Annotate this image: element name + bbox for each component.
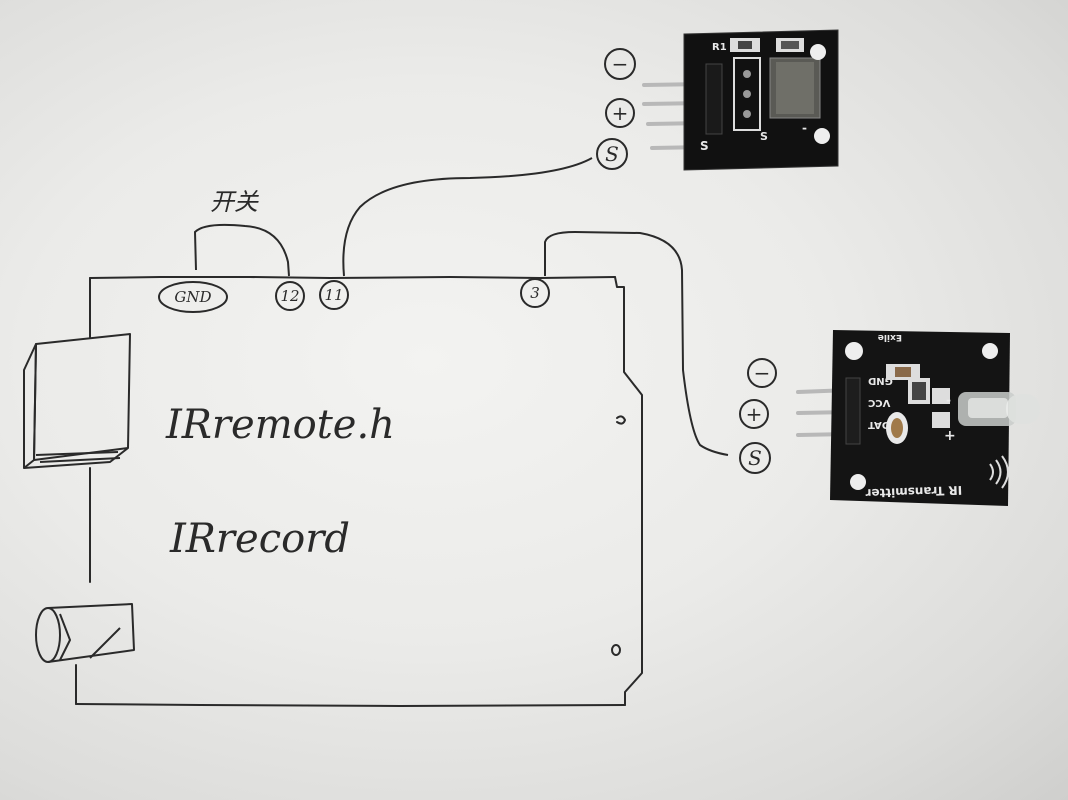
transmitter-silk-brand: Exile	[878, 332, 902, 342]
arduino-board-outline	[75, 276, 643, 707]
transmitter-silk-name: IR Transmitter	[865, 483, 962, 500]
transmitter-silk-minus: -	[946, 393, 951, 407]
receiver-silk-s1: S	[700, 139, 709, 153]
pin-3: 3	[520, 278, 550, 308]
note-irrecord: IRrecord	[169, 516, 350, 562]
receiver-silk-s2: S	[760, 130, 768, 143]
ir-receiver-module: S S - R1	[642, 29, 839, 171]
pin-3-label: 3	[530, 284, 540, 302]
wire-pin11-to-receiver	[342, 157, 593, 277]
pin-gnd: GND	[158, 281, 228, 313]
power-jack-sketch	[35, 603, 135, 663]
pin-12: 12	[275, 281, 305, 311]
usb-connector-sketch	[23, 333, 131, 469]
receiver-pin-s: S	[605, 142, 619, 166]
transmitter-pin-plus: +	[746, 402, 763, 426]
transmitter-silk-plus: +	[944, 428, 956, 444]
note-irremote: IRremote.h	[165, 402, 395, 448]
pin-12-label: 12	[280, 287, 299, 305]
switch-label: 开关	[210, 188, 259, 216]
receiver-pin-minus: −	[612, 52, 629, 76]
transmitter-silk-dat: DAT	[868, 419, 890, 430]
transmitter-pin-s: S	[748, 446, 762, 470]
transmitter-pin-minus: −	[754, 361, 771, 385]
receiver-silk-minus: -	[802, 121, 807, 135]
wire-pin3-to-transmitter	[544, 230, 729, 456]
transmitter-silk-gnd: GND	[868, 375, 893, 386]
pin-gnd-label: GND	[174, 288, 211, 306]
receiver-pin-plus: +	[612, 101, 629, 125]
pin-11-label: 11	[324, 286, 343, 304]
switch-wire	[193, 223, 290, 277]
pin-11: 11	[319, 280, 349, 310]
receiver-pin-labels: − + S	[596, 48, 636, 170]
ir-transmitter-module: GND VCC DAT - + IR Transmitter Exile	[796, 330, 1040, 506]
transmitter-pin-labels: − + S	[739, 358, 777, 474]
transmitter-silk-vcc: VCC	[868, 397, 890, 408]
receiver-silk-code: R1	[712, 42, 727, 53]
